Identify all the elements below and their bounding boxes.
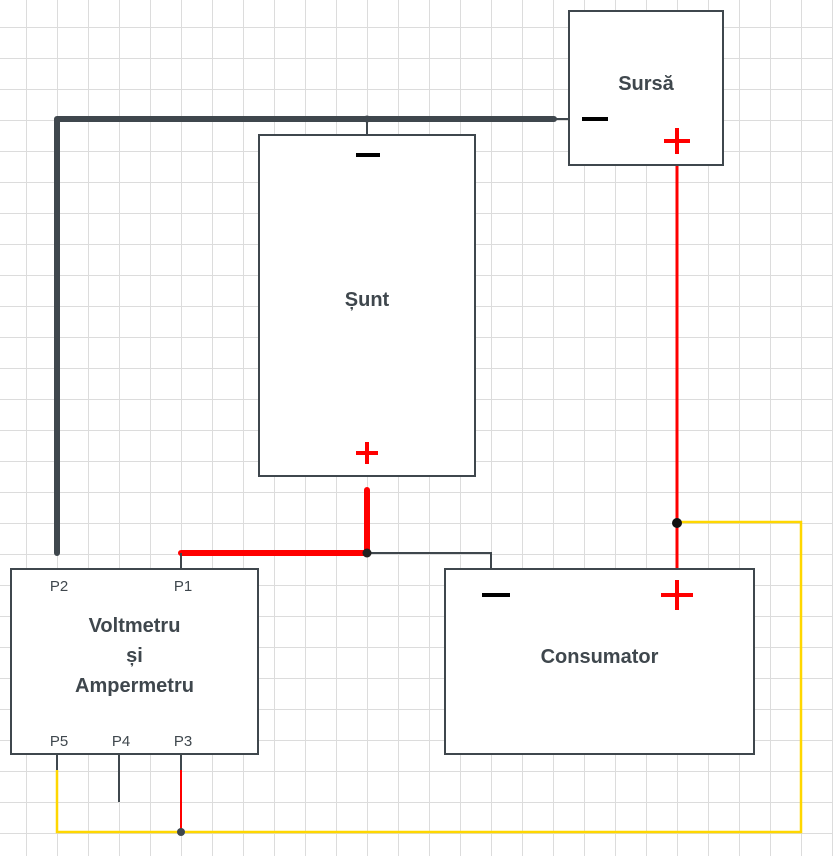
- plus-sign-icon: [356, 442, 378, 464]
- port-p2-label: P2: [49, 578, 69, 595]
- bus-junction-dot: [363, 115, 371, 123]
- minus-sign-icon: [356, 153, 380, 157]
- meter-title-line2: și: [126, 645, 143, 667]
- plus-sign-icon: [664, 128, 690, 154]
- shunt-junction-dot: [362, 548, 372, 558]
- port-p4-label: P4: [111, 733, 131, 750]
- meter-title-line3: Ampermetru: [75, 675, 194, 697]
- voltage-sense-wire: [55, 520, 803, 834]
- port-p5-label: P5: [49, 733, 69, 750]
- port-p1-label: P1: [173, 578, 193, 595]
- minus-sign-icon: [482, 593, 510, 597]
- shunt-block[interactable]: Șunt: [258, 134, 476, 477]
- source-block[interactable]: Sursă: [568, 10, 724, 166]
- positive-junction-dot: [672, 518, 682, 528]
- minus-sign-icon: [582, 117, 608, 121]
- source-title: Sursă: [618, 73, 674, 95]
- meter-block[interactable]: Voltmetru și Ampermetru P2 P1 P5 P4 P3: [10, 568, 259, 755]
- consumer-block[interactable]: Consumator: [444, 568, 755, 755]
- meter-title-line1: Voltmetru: [88, 615, 181, 637]
- consumer-title: Consumator: [540, 646, 659, 668]
- port-p3-label: P3: [173, 733, 193, 750]
- p3-junction-dot: [177, 828, 185, 836]
- shunt-title: Șunt: [344, 289, 390, 311]
- consumer-negative-wire: [367, 552, 492, 569]
- plus-sign-icon: [661, 580, 693, 610]
- shunt-positive-wire: [178, 487, 370, 556]
- negative-bus-wire: [54, 116, 557, 556]
